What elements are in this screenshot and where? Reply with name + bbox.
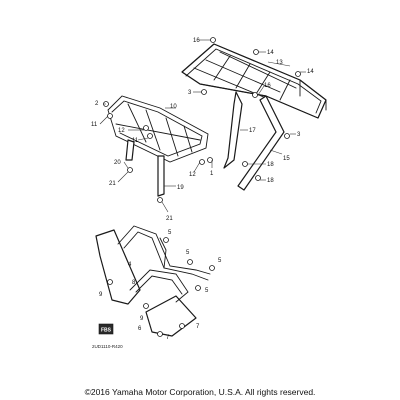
bolt [157, 197, 163, 203]
bolt [295, 71, 301, 77]
callout-label: 11 [91, 122, 98, 128]
callout-label: 20 [114, 160, 121, 166]
bolt [252, 92, 258, 98]
callout-label: 18 [267, 162, 274, 168]
callout-label: 8 [132, 280, 136, 286]
callout-label: 9 [140, 316, 144, 322]
bolt [209, 265, 215, 271]
callout-label: 21 [109, 181, 116, 187]
bolt [210, 37, 216, 43]
bolt [107, 113, 113, 119]
callout-label: 7 [196, 324, 200, 330]
callout-label: 21 [166, 216, 173, 222]
callout-label: 17 [249, 128, 256, 134]
callout-label: 5 [186, 250, 190, 256]
callout-label: 3 [297, 132, 301, 138]
bolt [242, 161, 248, 167]
fbs-logo: FBS [98, 323, 114, 335]
bolt [143, 303, 149, 309]
bolt [207, 157, 213, 163]
bolt [253, 49, 259, 55]
callout-label: 9 [99, 292, 103, 298]
bolts [103, 37, 301, 337]
callout-label: 13 [276, 60, 283, 66]
callout-label: 5 [168, 230, 172, 236]
callout-label: 15 [283, 156, 290, 162]
bolt [187, 259, 193, 265]
callout-label: 18 [267, 178, 274, 184]
copyright-text: ©2016 Yamaha Motor Corporation, U.S.A. A… [84, 387, 316, 397]
bolt [195, 285, 201, 291]
bolt [255, 175, 261, 181]
bolt [284, 133, 290, 139]
callout-label: 11 [132, 138, 139, 144]
callouts: 16 14 13 14 3 16 2 10 11 12 11 17 3 12 1… [91, 38, 314, 341]
callout-label: 5 [218, 258, 222, 264]
callout-label: 10 [170, 104, 177, 110]
callout-label: 14 [267, 50, 274, 56]
callout-label: 7 [166, 335, 170, 341]
bolt [199, 159, 205, 165]
callout-label: 16 [193, 38, 200, 44]
callout-label: 4 [128, 262, 132, 268]
bolt [163, 237, 169, 243]
bolt [107, 279, 113, 285]
bolt [179, 323, 185, 329]
fbs-logo-text: FBS [101, 328, 112, 334]
guard-assembly [95, 225, 211, 337]
rear-carrier [181, 43, 327, 191]
diagram-code: 2UD1110-R420 [92, 344, 123, 349]
callout-label: 19 [177, 185, 184, 191]
bolt [143, 125, 149, 131]
callout-label: 2 [95, 101, 99, 107]
bolt [127, 167, 133, 173]
bolt [157, 331, 163, 337]
callout-label: 1 [210, 171, 214, 177]
leader-lines [99, 39, 306, 213]
front-carrier [107, 95, 209, 197]
callout-label: 16 [264, 83, 271, 89]
callout-label: 12 [189, 172, 196, 178]
callout-label: 3 [188, 90, 192, 96]
bolt [201, 89, 207, 95]
callout-label: 5 [205, 288, 209, 294]
callout-label: 6 [138, 326, 142, 332]
bolt [147, 133, 153, 139]
callout-label: 14 [307, 69, 314, 75]
callout-label: 12 [118, 128, 125, 134]
